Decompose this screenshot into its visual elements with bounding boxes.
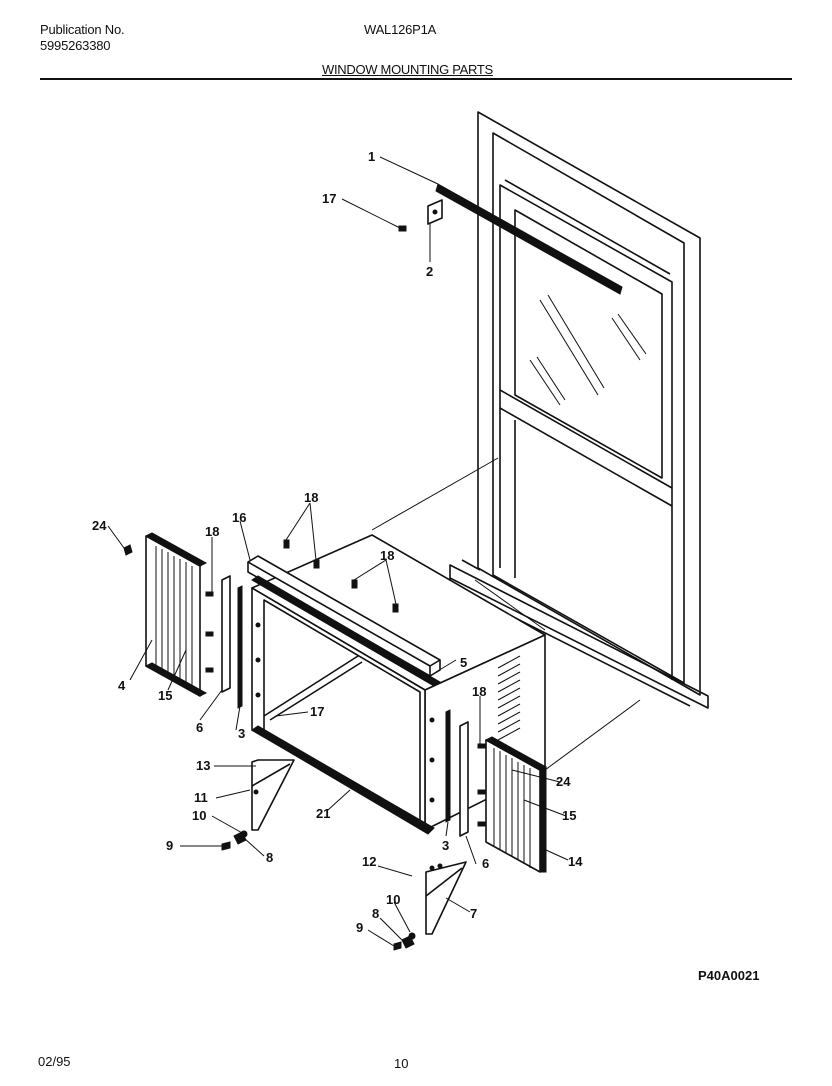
callout-6: 6	[196, 720, 203, 735]
callout-labels: 1 17 2 24 18 16 18 18 4 15 6 3 5 17 13 1…	[92, 149, 583, 935]
screw-icon	[398, 225, 407, 232]
callout-6: 6	[482, 856, 489, 871]
callout-4: 4	[118, 678, 126, 693]
publication-label: Publication No.	[40, 22, 125, 37]
callout-9: 9	[356, 920, 363, 935]
screw-icon	[123, 544, 133, 556]
model-number: WAL126P1A	[364, 22, 437, 37]
callout-16: 16	[232, 510, 246, 525]
callout-10: 10	[192, 808, 206, 823]
callout-12: 12	[362, 854, 376, 869]
left-support-brace	[221, 759, 295, 851]
callout-3: 3	[442, 838, 449, 853]
footer-date: 02/95	[38, 1054, 71, 1069]
callout-11: 11	[194, 790, 208, 805]
right-accordion-panel	[484, 736, 548, 873]
callout-8: 8	[372, 906, 379, 921]
callout-24: 24	[556, 774, 571, 789]
callout-13: 13	[196, 758, 210, 773]
screw-icon	[477, 743, 486, 827]
top-channel	[247, 555, 441, 687]
callout-18: 18	[304, 490, 318, 505]
callout-15: 15	[562, 808, 576, 823]
leader-lines	[107, 156, 569, 947]
callout-24: 24	[92, 518, 107, 533]
left-panel-guide	[221, 575, 231, 693]
section-title: WINDOW MOUNTING PARTS	[322, 62, 493, 77]
callout-15: 15	[158, 688, 172, 703]
callout-9: 9	[166, 838, 173, 853]
header-rule	[40, 78, 792, 80]
callout-7: 7	[470, 906, 477, 921]
page-number: 10	[394, 1056, 409, 1071]
callout-18: 18	[205, 524, 219, 539]
callout-10: 10	[386, 892, 400, 907]
callout-3: 3	[238, 726, 245, 741]
callout-14: 14	[568, 854, 583, 869]
callout-5: 5	[460, 655, 467, 670]
callout-8: 8	[266, 850, 273, 865]
diagram-code: P40A0021	[698, 968, 760, 983]
mounting-bracket	[427, 199, 443, 262]
screw-icon	[283, 539, 399, 613]
left-accordion-panel	[144, 532, 208, 697]
publication-number: 5995263380	[40, 38, 111, 53]
bottom-seal	[251, 725, 435, 835]
top-mounting-rail	[435, 183, 623, 295]
screw-icon	[205, 591, 214, 673]
callout-2: 2	[426, 264, 433, 279]
callout-21: 21	[316, 806, 330, 821]
right-gasket	[445, 709, 451, 823]
callout-1: 1	[368, 149, 375, 164]
right-panel-guide	[459, 721, 469, 837]
callout-17: 17	[310, 704, 324, 719]
callout-18: 18	[380, 548, 394, 563]
callout-17: 17	[322, 191, 336, 206]
right-support-brace	[393, 861, 467, 951]
left-gasket	[237, 585, 243, 709]
callout-18: 18	[472, 684, 486, 699]
